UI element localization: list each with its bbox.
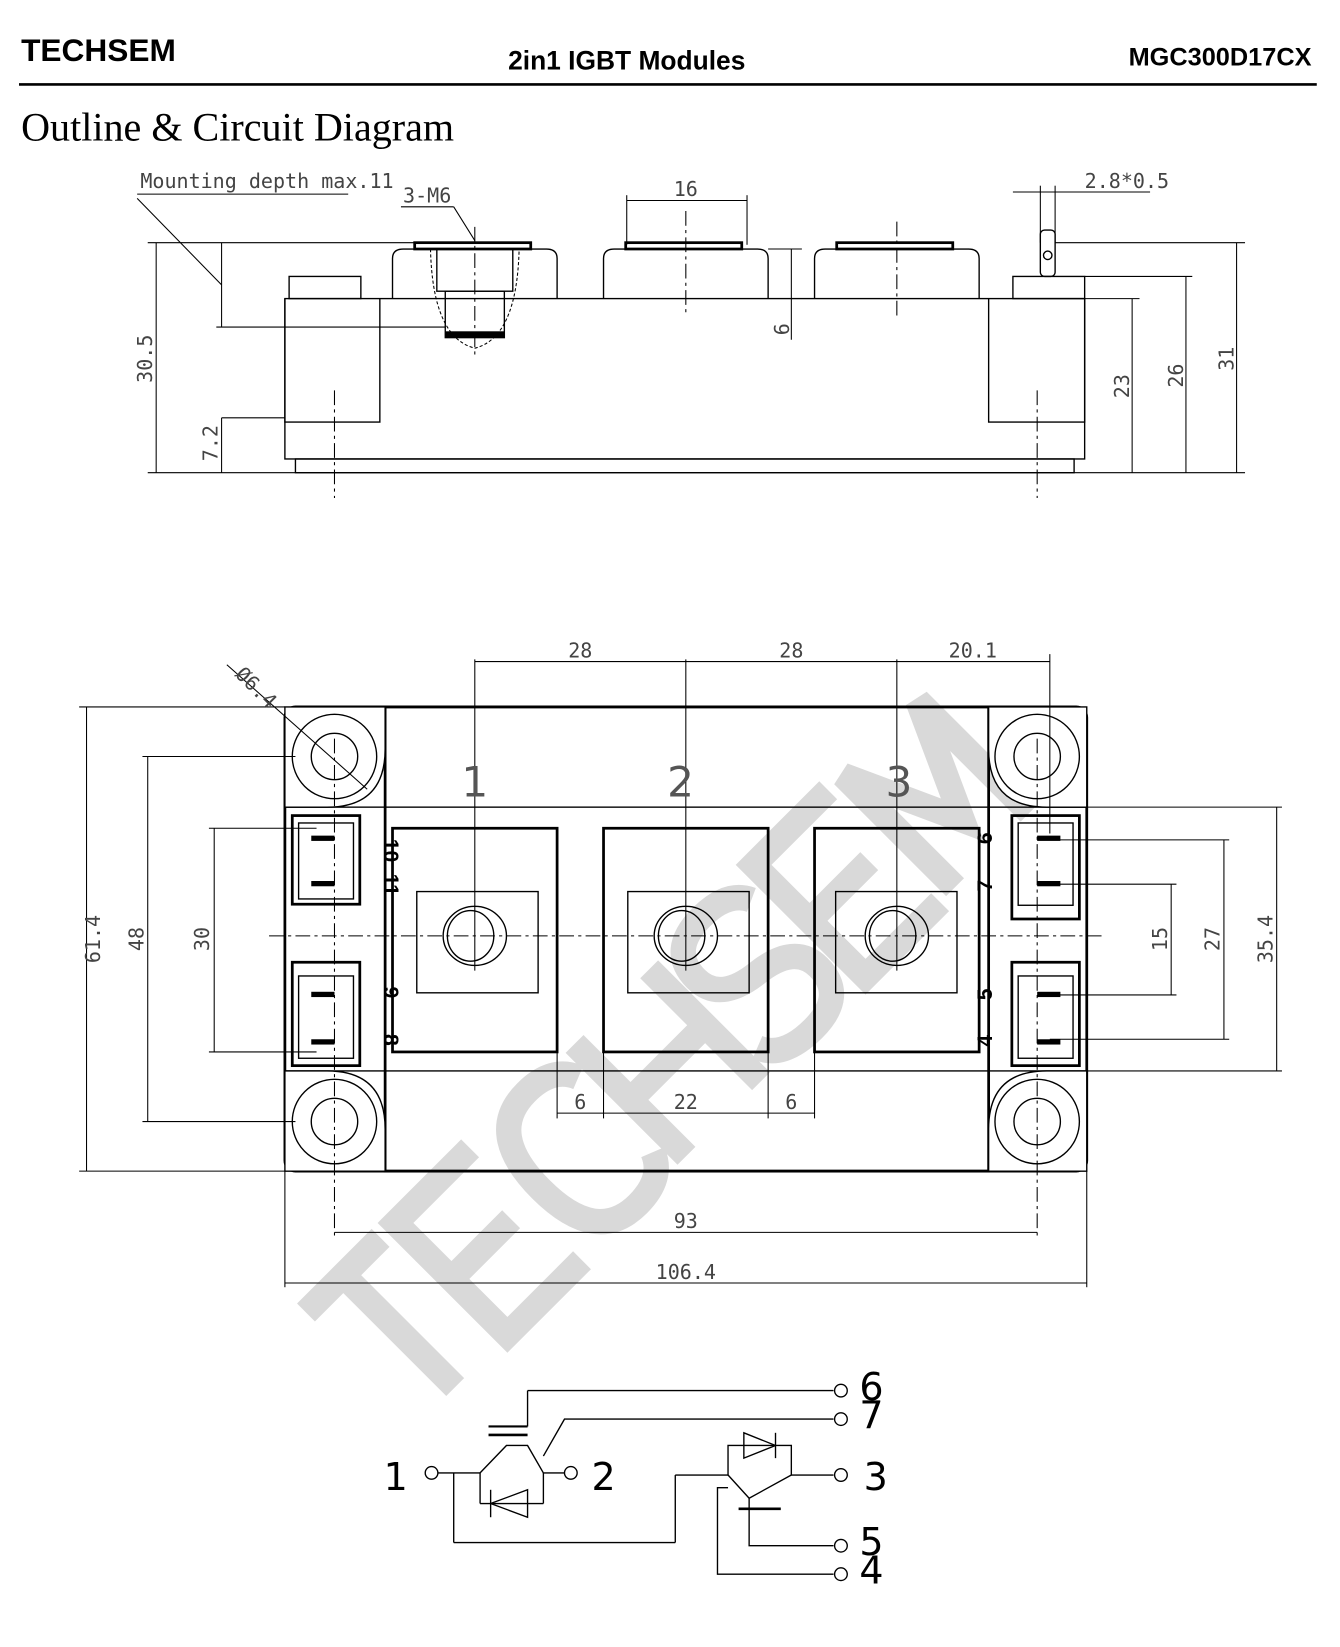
product-type: 2in1 IGBT Modules [508, 46, 745, 76]
dim-6-gap-right: 6 [785, 1090, 797, 1114]
circuit-schematic [424, 1383, 848, 1582]
circuit-terminal-3: 3 [864, 1455, 888, 1499]
dim-31: 31 [1214, 347, 1238, 371]
watermark-letter-t [297, 1228, 465, 1397]
dim-16: 16 [674, 177, 698, 201]
circuit-terminal-5: 5 [859, 1520, 883, 1564]
dim-26: 26 [1164, 364, 1188, 388]
watermark-letter-e [377, 1139, 591, 1353]
dim-93: 93 [674, 1209, 698, 1233]
pin-label-11: 11 [379, 874, 402, 897]
dim-hole-diameter: Ø6.4 [231, 662, 282, 713]
pin-label-6: 6 [974, 832, 997, 844]
dim-28-right: 28 [779, 638, 803, 662]
watermark-letter-m [834, 691, 1039, 897]
circuit-terminal-7: 7 [859, 1394, 883, 1438]
terminal-label-3: 3 [886, 758, 913, 807]
dim-106-4: 106.4 [656, 1260, 716, 1284]
dim-30-5: 30.5 [133, 335, 157, 383]
dim-27: 27 [1201, 927, 1225, 951]
pin-label-8: 8 [379, 1034, 402, 1046]
dim-7-2: 7.2 [198, 425, 222, 461]
dim-28-left: 28 [568, 638, 592, 662]
dim-35-4: 35.4 [1253, 915, 1277, 963]
dim-30: 30 [190, 927, 214, 951]
pin-label-10: 10 [379, 839, 402, 862]
terminal-label-2: 2 [667, 758, 694, 807]
part-number: MGC300D17CX [1129, 43, 1312, 71]
circuit-terminal-1: 1 [384, 1455, 408, 1499]
side-view-drawing [136, 185, 1246, 499]
circuit-terminal-4: 4 [859, 1549, 883, 1593]
circuit-terminal-2: 2 [591, 1455, 615, 1499]
dim-6-height: 6 [770, 323, 794, 335]
watermark-letter-h [565, 960, 771, 1165]
pin-label-4: 4 [974, 1035, 997, 1047]
dim-61-4: 61.4 [81, 915, 105, 963]
dim-20-1: 20.1 [949, 638, 997, 662]
mounting-depth-note: Mounting depth max.11 [140, 169, 393, 193]
terminal-label-1: 1 [461, 758, 488, 807]
pin-label-7: 7 [974, 880, 997, 892]
pin-label-5: 5 [974, 988, 997, 1000]
brand-name: TECHSEM [21, 32, 176, 68]
section-title: Outline & Circuit Diagram [21, 104, 454, 149]
dim-6-gap-left: 6 [574, 1090, 586, 1114]
thread-note: 3-M6 [403, 184, 451, 208]
dim-15: 15 [1148, 927, 1172, 951]
top-view-drawing [79, 654, 1282, 1288]
watermark-letter-c [496, 1061, 669, 1235]
dim-tab: 2.8*0.5 [1085, 169, 1169, 193]
dim-22: 22 [674, 1090, 698, 1114]
circuit-terminal-6: 6 [859, 1365, 883, 1409]
pin-label-9: 9 [379, 987, 402, 999]
watermark [297, 691, 1039, 1397]
dim-23: 23 [1110, 374, 1134, 398]
dim-48: 48 [125, 927, 149, 951]
